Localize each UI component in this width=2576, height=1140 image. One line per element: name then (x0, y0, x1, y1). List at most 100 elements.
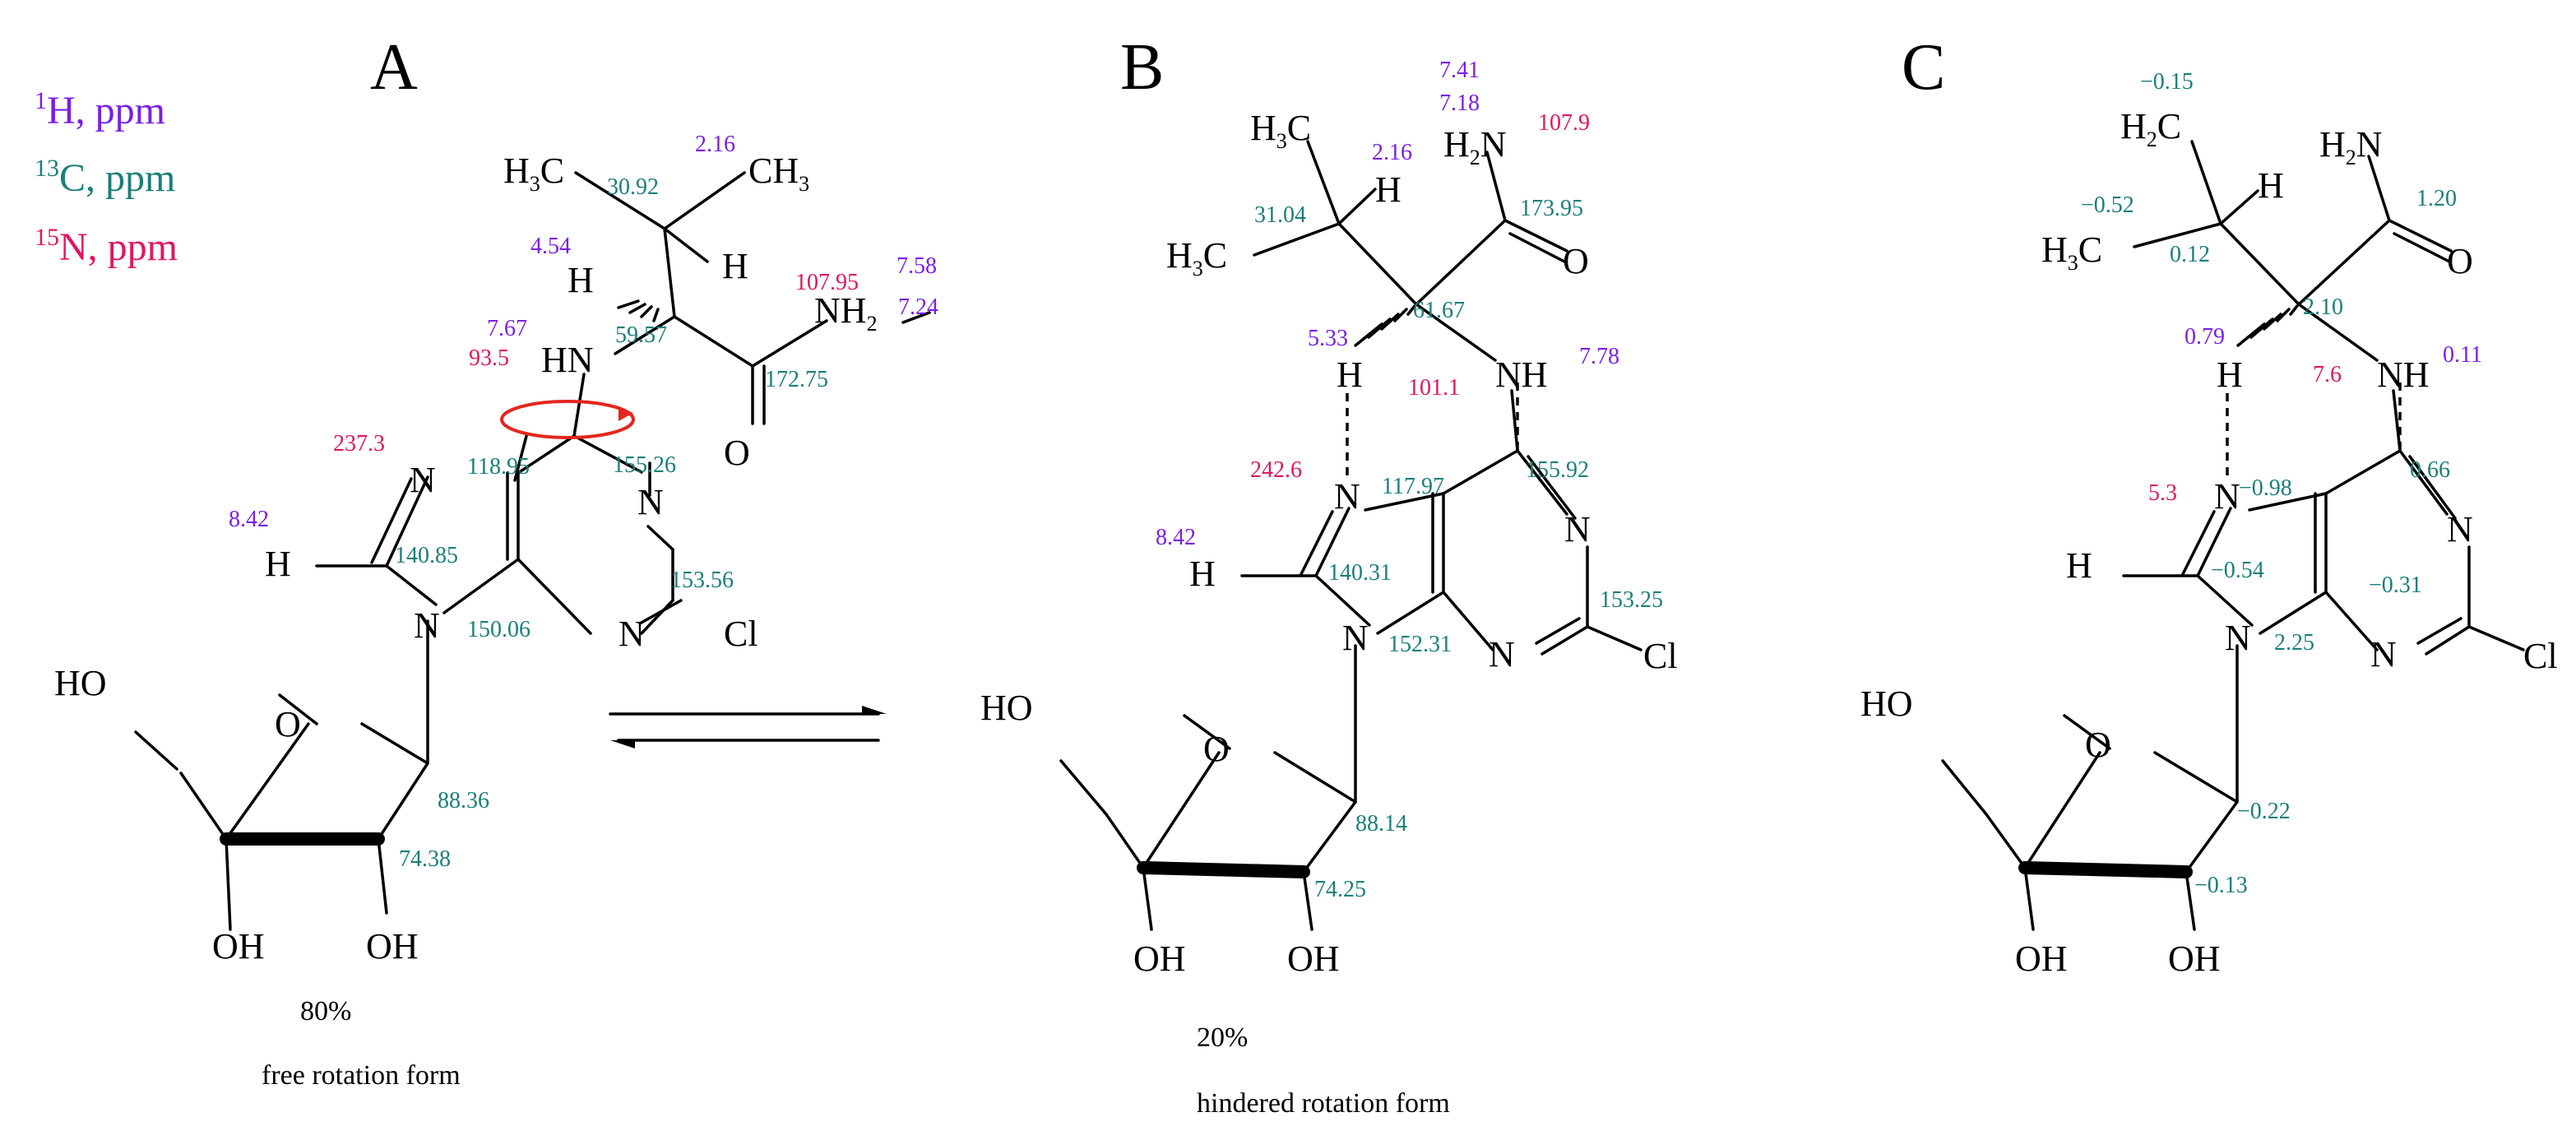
atom-h8-c: H (2066, 545, 2092, 586)
panel-c-bonds (1941, 140, 2525, 931)
legend-c: 13C, ppm (35, 155, 175, 200)
panel-a: A (54, 31, 938, 1091)
shift-a-c8: 150.06 (467, 617, 530, 642)
atom-h-alpha-c: H (2217, 355, 2243, 395)
shift-b-n2: 101.1 (1408, 375, 1460, 401)
atom-h2n-c: H2N (2319, 124, 2383, 169)
shift-b-h3: 2.16 (1372, 140, 1412, 165)
atom-h2c-c: H2C (2120, 106, 2181, 151)
shift-a-c1: 30.92 (607, 174, 659, 200)
shift-c-c4: 0.12 (2170, 242, 2210, 267)
panel-c-shifts: −0.15 1.20 −0.52 0.12 2.10 0.79 7.6 0.11… (2081, 69, 2482, 898)
atom-n7-c: N (2214, 476, 2240, 517)
shift-c-n2: 5.3 (2148, 480, 2177, 506)
panel-b-hash-wedge (1354, 304, 1416, 347)
shift-a-h1: 4.54 (530, 234, 571, 259)
shift-a-c6: 140.85 (395, 543, 458, 568)
atom-oh-c1: OH (2015, 938, 2068, 979)
shift-b-c4: 117.97 (1382, 474, 1444, 499)
atom-h-beta-b: H (1375, 169, 1402, 210)
atom-oh-b1: OH (1133, 938, 1186, 979)
shift-a-c9: 88.36 (438, 788, 489, 813)
legend-n-sup: 15 (35, 224, 59, 251)
shift-a-h6: 8.42 (229, 507, 269, 532)
shift-b-n1: 107.9 (1538, 110, 1590, 136)
atom-h-alpha-b: H (1337, 355, 1363, 395)
shift-c-c10: 2.25 (2274, 630, 2314, 656)
shift-a-c7: 153.56 (670, 568, 734, 593)
atom-n3-b: N (1489, 634, 1515, 674)
shift-a-c5: 155.26 (613, 452, 676, 478)
atom-o: O (724, 433, 750, 473)
panel-b-bonds (1059, 140, 1642, 931)
atom-n3: N (619, 614, 645, 654)
atom-h3c: H3C (503, 151, 564, 196)
shift-b-c6: 140.31 (1328, 560, 1392, 586)
atom-oh-1: OH (212, 926, 265, 966)
panel-a-hash-wedge (617, 299, 660, 322)
shift-b-h4: 5.33 (1308, 326, 1348, 351)
atom-h3c-top: H3C (1250, 108, 1311, 153)
shift-b-h5: 7.78 (1579, 344, 1619, 369)
shift-c-c2: 1.20 (2416, 186, 2457, 211)
shift-c-h2: 0.11 (2443, 342, 2482, 368)
panel-a-letter: A (370, 31, 418, 104)
shift-b-c7: 153.25 (1600, 587, 1663, 613)
atom-ch3: CH3 (748, 151, 809, 196)
shift-c-n1: 7.6 (2313, 362, 2342, 387)
shift-a-h3: 7.67 (487, 316, 527, 341)
atom-n3-c: N (2370, 634, 2397, 674)
atom-nh2: NH2 (814, 290, 878, 336)
atom-n1-b: N (1564, 509, 1591, 549)
equilibrium-arrows (609, 706, 887, 748)
panel-b-percent: 20% (1197, 1022, 1248, 1053)
shift-b-h2: 7.18 (1439, 90, 1480, 116)
panel-c-atoms: H2C H3C H H2N O H NH N N H N N Cl HO O O… (1860, 106, 2558, 979)
atom-n1-c: N (2447, 509, 2473, 549)
shift-a-h2: 2.16 (695, 132, 735, 157)
atom-n7: N (410, 460, 436, 500)
atom-cl-b: Cl (1643, 636, 1678, 676)
atom-n9-c: N (2225, 618, 2251, 658)
shift-b-c9: 88.14 (1355, 811, 1407, 836)
shift-c-c1: −0.15 (2140, 69, 2194, 95)
panel-a-shifts: 30.92 2.16 4.54 59.57 7.67 93.5 172.75 1… (229, 132, 938, 872)
panel-c: C (1860, 31, 2558, 979)
atom-h2n-b: H2N (1443, 124, 1507, 169)
shift-b-h1: 7.41 (1439, 58, 1480, 83)
atom-n9: N (414, 605, 440, 646)
shift-c-c9: −0.31 (2369, 572, 2422, 598)
atom-o-ring-b: O (1203, 729, 1230, 769)
atom-ho-b: HO (980, 688, 1033, 728)
atom-hn: HN (541, 340, 594, 380)
shift-a-n1: 93.5 (469, 345, 509, 371)
shift-c-c7: 0.66 (2410, 457, 2450, 483)
atom-ho: HO (54, 663, 107, 703)
atom-h3c-left: H3C (1166, 235, 1227, 280)
legend-n: 15N, ppm (35, 224, 178, 269)
atom-oh-2: OH (366, 926, 419, 966)
panel-b-shifts: 7.41 7.18 107.9 2.16 31.04 173.95 61.67 … (1156, 58, 1663, 902)
shift-c-c12: −0.13 (2194, 873, 2248, 898)
atom-n7-b: N (1334, 476, 1360, 517)
shift-b-c8: 152.31 (1388, 632, 1452, 657)
shift-a-c4: 118.95 (467, 454, 530, 480)
panel-b-caption: hindered rotation form (1197, 1088, 1450, 1119)
panel-a-atoms: H3C CH3 H H HN NH2 O N N H N N Cl HO O O… (54, 151, 878, 966)
legend-h-label: H, ppm (47, 89, 165, 132)
shift-b-c1: 31.04 (1254, 202, 1306, 228)
shift-b-c10: 74.25 (1314, 877, 1366, 902)
atom-o-ring-c: O (2085, 725, 2111, 765)
panel-a-percent: 80% (300, 996, 351, 1026)
atom-h8-b: H (1189, 554, 1216, 594)
legend-c-label: C, ppm (59, 156, 175, 200)
panel-b-atoms: H3C H3C H H2N O H NH N N H N N Cl HO O O… (980, 108, 1678, 979)
panel-a-bonds (134, 171, 931, 931)
atom-h-beta: H (722, 246, 748, 286)
rotation-arrow (500, 400, 635, 439)
shift-a-n2: 107.95 (795, 270, 859, 295)
legend: 1H, ppm 13C, ppm 15N, ppm (35, 87, 178, 269)
shift-c-c5: 2.10 (2303, 294, 2343, 320)
shift-a-c2: 59.57 (615, 322, 667, 348)
